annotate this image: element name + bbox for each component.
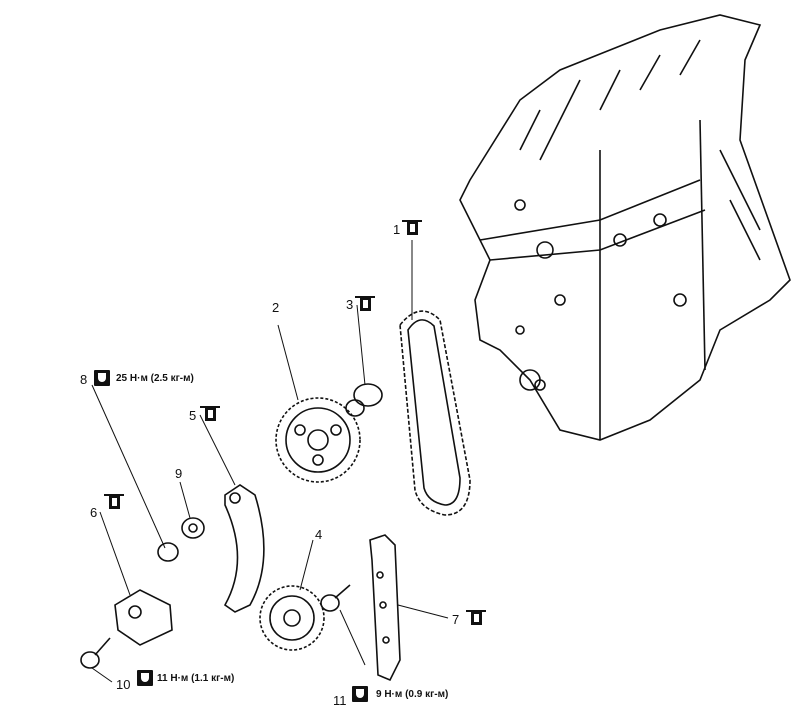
torque-spec-8: 25 Н·м (2.5 кг-м) <box>116 373 194 384</box>
crankshaft-sprocket <box>259 585 325 651</box>
engine-cylinder-head <box>459 14 791 441</box>
leader-lines <box>91 240 449 683</box>
bolts <box>80 584 351 669</box>
part-number-11: 11 <box>333 693 347 708</box>
torque-wrench-icon <box>94 370 110 386</box>
torque-spec-10: 11 Н·м (1.1 кг-м) <box>157 673 235 684</box>
part-number-10: 10 <box>116 677 131 692</box>
part-number-4: 4 <box>315 527 323 542</box>
camshaft-sprocket <box>275 397 361 483</box>
oil-can-icon <box>402 220 422 235</box>
oil-can-icon <box>355 296 375 311</box>
oil-can-icon <box>200 406 220 421</box>
torque-wrench-icon <box>137 670 153 686</box>
oil-can-icon <box>104 494 124 509</box>
part-number-1: 1 <box>393 222 401 237</box>
torque-wrench-icon <box>352 686 368 702</box>
oil-can-icon <box>466 610 486 625</box>
part-number-6: 6 <box>90 505 98 520</box>
chain-guide-tensioner-side <box>223 484 265 613</box>
part-number-9: 9 <box>175 466 183 481</box>
part-number-3: 3 <box>346 297 354 312</box>
sprocket-bolt <box>345 383 383 417</box>
part-number-2: 2 <box>272 300 280 315</box>
part-number-7: 7 <box>452 612 460 627</box>
chain-guide-fixed <box>369 534 401 682</box>
part-number-5: 5 <box>189 408 197 423</box>
chain-tensioner <box>114 589 173 646</box>
torque-spec-11: 9 Н·м (0.9 кг-м) <box>376 689 449 700</box>
nut-and-washer <box>157 517 205 562</box>
timing-chain <box>399 310 471 516</box>
part-number-8: 8 <box>80 372 88 387</box>
